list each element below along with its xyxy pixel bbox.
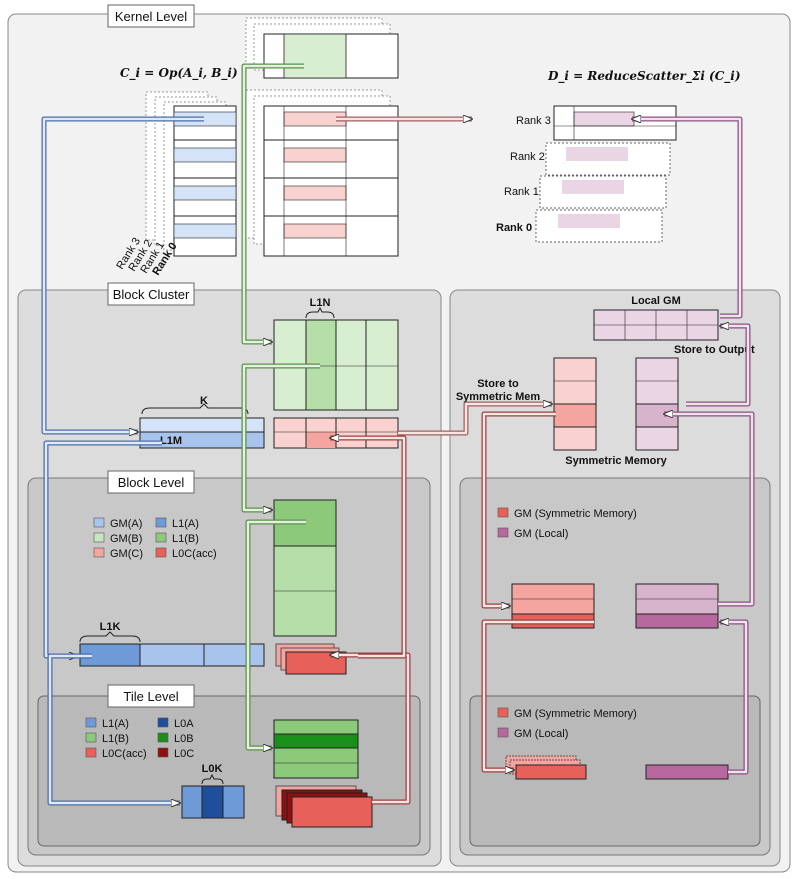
legend-block-l0c-acc: L0C(acc) — [172, 548, 217, 560]
legend-tile-l0c: L0C — [174, 748, 194, 760]
right-block-d — [635, 583, 719, 629]
symmetric-memory-label: Symmetric Memory — [565, 455, 667, 467]
tile-level-title-box — [107, 684, 195, 708]
legend-right-tile-gm-local: GM (Local) — [514, 728, 568, 740]
legend-block-l1-a: L1(A) — [172, 518, 199, 530]
block-c-acc-stack — [275, 643, 347, 675]
arrow-c-l1-to-symmetric — [398, 404, 552, 436]
l1m-label: L1M — [160, 435, 182, 447]
arrow-b-l1n-to-block — [241, 363, 320, 510]
matrix-d-rank-1 — [539, 175, 667, 209]
l1-c-row — [273, 417, 399, 449]
legend-tile-l0c-acc: L0C(acc) — [102, 748, 147, 760]
right-tile-panel — [469, 695, 761, 847]
arrow-symmetric-to-right-block — [481, 411, 556, 606]
legend-block-l1-b: L1(B) — [172, 533, 199, 545]
l1k-label: L1K — [100, 621, 121, 633]
legend-right-block-gm-local: GM (Local) — [514, 528, 568, 540]
arrow-right-block-to-symmetric-d — [664, 414, 755, 607]
symmetric-memory-d — [635, 357, 679, 451]
store-output-label: Store to Output — [674, 344, 755, 356]
kernel-level-title: Kernel Level — [115, 9, 187, 24]
legend-right-tile: GM (Symmetric Memory) GM (Local) — [497, 707, 637, 740]
tile-c-stack — [275, 785, 373, 828]
legend-right-tile-gm-sym: GM (Symmetric Memory) — [514, 708, 637, 720]
legend-tile-l1-b: L1(B) — [102, 733, 129, 745]
local-gm-label: Local GM — [631, 295, 681, 307]
block-level-title-box — [107, 470, 195, 494]
matrix-d-rank-0 — [535, 209, 663, 243]
k-label: K — [200, 395, 208, 407]
kernel-level-title-box — [107, 4, 195, 28]
store-symmetric-label-2: Symmetric Mem — [456, 391, 541, 403]
local-gm-row — [593, 309, 719, 341]
legend-tile-l1-a: L1(A) — [102, 718, 129, 730]
matrix-b-stack — [245, 17, 399, 79]
legend-block-gm-b: GM(B) — [110, 533, 142, 545]
d-rank-1-label: Rank 1 — [504, 186, 539, 198]
legend-block-gm-a: GM(A) — [110, 518, 142, 530]
legend-block-gm-c: GM(C) — [110, 548, 143, 560]
legend-tile-l0b: L0B — [174, 733, 194, 745]
store-symmetric-label-1: Store to — [477, 378, 519, 390]
matrix-d-rank-2 — [545, 142, 671, 176]
arrow-a-kernel-to-l1m — [41, 116, 204, 432]
l1n-brace — [305, 306, 335, 319]
legend-block: GM(A) L1(A) GM(B) L1(B) GM(C) L0C(acc) — [93, 517, 217, 560]
arrow-b-block-to-tile — [245, 519, 306, 748]
d-rank-0-label: Rank 0 — [496, 222, 532, 234]
arrow-right-tile-to-block-d — [720, 622, 749, 775]
arrow-b-kernel-to-l1n — [241, 63, 304, 342]
d-rank-2-label: Rank 2 — [510, 151, 545, 163]
block-level-title: Block Level — [118, 475, 185, 490]
matrix-a-stack — [145, 91, 237, 257]
legend-right-block: GM (Symmetric Memory) GM (Local) — [497, 507, 637, 540]
l1n-label: L1N — [310, 297, 331, 309]
l0k-label: L0K — [202, 763, 223, 775]
right-tile-d — [645, 764, 729, 780]
tile-a-row — [181, 785, 245, 819]
block-cluster-title-box — [107, 282, 195, 306]
arrow-a-l1k-to-l0k — [47, 653, 180, 803]
legend-tile: L1(A) L0A L1(B) L0B L0C(acc) L0C — [85, 717, 194, 760]
matrix-d-rank-3 — [553, 105, 677, 141]
tile-b-block — [273, 719, 359, 779]
symmetric-memory-c — [553, 357, 597, 451]
legend-right-block-gm-sym: GM (Symmetric Memory) — [514, 508, 637, 520]
block-cluster-title: Block Cluster — [113, 287, 190, 302]
arrow-right-block-to-tile — [481, 619, 594, 770]
arrow-local-gm-to-d-rank3 — [632, 119, 743, 319]
reduce-formula: D_i = ReduceScatter_Σi (C_i) — [547, 69, 741, 84]
l0k-brace — [201, 773, 224, 785]
right-tile-c-stack — [505, 755, 587, 780]
legend-tile-l0a: L0A — [174, 718, 194, 730]
arrow-symmetric-to-local-gm — [686, 326, 751, 407]
arrow-c-block-to-l1 — [330, 438, 407, 659]
k-brace — [141, 403, 249, 415]
d-rank-3-label: Rank 3 — [516, 115, 551, 127]
block-a-row — [79, 643, 265, 667]
compute-formula: C_i = Op(A_i, B_i) — [120, 66, 238, 81]
l1k-brace — [79, 631, 141, 643]
matrix-c-stack — [245, 89, 399, 257]
tile-level-title: Tile Level — [123, 689, 178, 704]
